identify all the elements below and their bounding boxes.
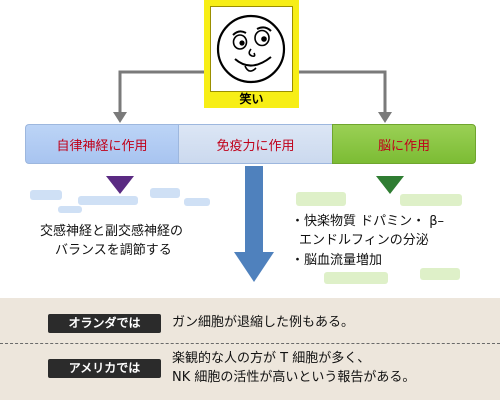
autonomic-effect-line1: 交感神経と副交感神経の: [40, 224, 184, 239]
green-arrow-icon: [376, 176, 404, 194]
brain-effect-item1-line1: ・快楽物質 ドパミン・ β–: [291, 214, 445, 229]
laugh-label: 笑い: [239, 92, 264, 106]
blue-down-arrow-icon: [234, 166, 274, 282]
purple-arrow-icon: [106, 176, 134, 194]
country-badge-america: アメリカでは: [48, 359, 161, 378]
decor-blob: [184, 198, 210, 206]
example-america-line2: NK 細胞の活性が高いという報告がある。: [172, 370, 416, 385]
example-america-line1: 楽観的な人の方が T 細胞が多く、: [172, 351, 371, 366]
connector-arrows: [113, 70, 392, 123]
decor-blob: [420, 268, 460, 280]
decor-blob: [400, 194, 462, 206]
decor-blob: [30, 190, 62, 200]
brain-effect-item2: ・脳血流量増加: [291, 253, 383, 268]
face-frame: [210, 6, 293, 92]
country-badge-netherlands: オランダでは: [48, 314, 161, 333]
decor-blob: [150, 188, 180, 198]
effect-autonomic: 自律神経に作用: [25, 124, 178, 164]
decor-blob: [324, 272, 388, 284]
autonomic-effect-line2: バランスを調節する: [55, 243, 172, 258]
effect-brain: 脳に作用: [332, 124, 476, 164]
decor-blob: [296, 192, 346, 206]
effect-immune: 免疫力に作用: [178, 124, 332, 164]
brain-effect-item1-line2: エンドルフィンの分泌: [299, 233, 429, 248]
example-netherlands-text: ガン細胞が退縮した例もある。: [172, 315, 355, 330]
dashed-divider: [0, 343, 500, 344]
decor-blob: [78, 196, 138, 205]
decor-blob: [58, 206, 82, 213]
laughing-face-icon: [216, 14, 286, 84]
